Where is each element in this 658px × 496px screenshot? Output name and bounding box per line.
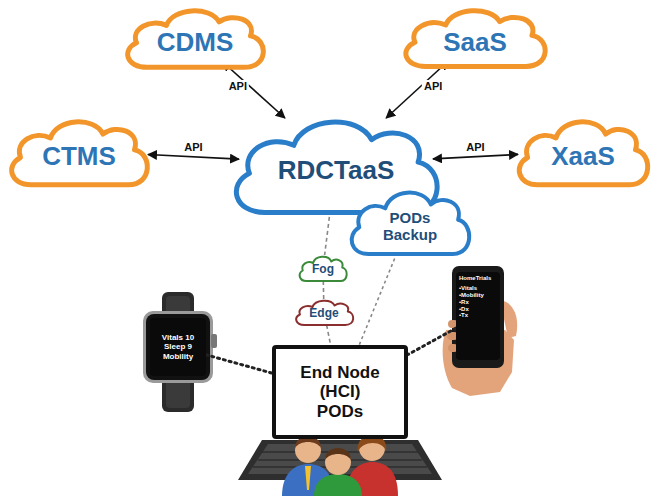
screen-text: HomeTrials — [459, 275, 491, 282]
node-content: End Node (HCI) PODs — [276, 349, 404, 435]
cloud-path — [300, 257, 347, 281]
cloud-path — [352, 193, 470, 254]
edge-cloud: Edge — [293, 297, 356, 327]
screen-text: Mobility — [163, 352, 193, 361]
node-content: XaaS — [512, 112, 654, 190]
cloud-path — [519, 122, 647, 185]
phone-screen: HomeTrials •Vitals•Mobility•Rx•Dx•Tx — [456, 272, 500, 360]
node-label: Edge — [309, 307, 338, 321]
api-label: API — [182, 141, 204, 153]
node-content: RDCTaaS — [225, 108, 447, 220]
api-label: API — [464, 141, 486, 153]
dashed-link — [325, 210, 331, 255]
dotted-link — [408, 328, 456, 354]
screen-text: Vitals 10 — [162, 333, 194, 342]
node-content: Fog — [297, 253, 349, 283]
screen-text: •Tx — [459, 312, 468, 319]
node-label: XaaS — [551, 142, 615, 172]
saas-cloud: SaaS — [398, 2, 552, 71]
dotted-link — [359, 253, 397, 345]
xaas-cloud: XaaS — [512, 112, 654, 190]
api-connector — [433, 154, 518, 158]
fog-cloud: Fog — [297, 253, 349, 283]
screen-text: •Rx — [459, 299, 469, 306]
node-content: CTMS — [4, 112, 154, 190]
api-label: API — [227, 80, 249, 92]
api-label: API — [422, 79, 444, 91]
node-label: RDCTaaS — [278, 156, 395, 186]
rdctaas-cloud: RDCTaaS — [225, 108, 447, 220]
screen-text: •Dx — [459, 306, 469, 313]
node-label: CDMS — [157, 28, 234, 58]
api-connector — [148, 154, 239, 159]
node-label: End Node (HCI) PODs — [299, 363, 381, 422]
smartwatch — [143, 292, 217, 412]
node-label: SaaS — [443, 28, 507, 58]
api-connector — [223, 62, 285, 118]
cloud-path — [406, 11, 545, 67]
node-content: HomeTrials •Vitals•Mobility•Rx•Dx•Tx — [456, 272, 500, 360]
api-connector — [386, 61, 448, 118]
laptop-screen: End Node (HCI) PODs — [272, 345, 408, 439]
screen-text: •Mobility — [459, 292, 484, 299]
people — [282, 435, 398, 496]
cloud-path — [12, 122, 148, 185]
node-content: Vitals 10Sleep 9Mobility — [150, 318, 206, 376]
dashed-link — [327, 325, 331, 345]
cdms-cloud: CDMS — [120, 2, 270, 72]
cloud-path — [128, 11, 264, 68]
node-content: Edge — [293, 297, 356, 327]
node-content: CDMS — [120, 2, 270, 72]
node-label: Fog — [312, 263, 334, 277]
dashed-link — [322, 281, 324, 299]
hand-phone — [443, 266, 518, 396]
dotted-link — [206, 355, 272, 373]
pods-backup-cloud: PODs Backup — [345, 183, 475, 259]
screen-text: Sleep 9 — [164, 342, 192, 351]
node-label: CTMS — [42, 142, 116, 172]
laptop-base — [238, 440, 442, 480]
node-content: PODs Backup — [345, 183, 475, 259]
cloud-path — [296, 301, 353, 325]
watch-screen: Vitals 10Sleep 9Mobility — [150, 318, 206, 376]
node-label: PODs Backup — [374, 209, 446, 244]
ctms-cloud: CTMS — [4, 112, 154, 190]
node-content: SaaS — [398, 2, 552, 71]
screen-text: •Vitals — [459, 285, 477, 292]
